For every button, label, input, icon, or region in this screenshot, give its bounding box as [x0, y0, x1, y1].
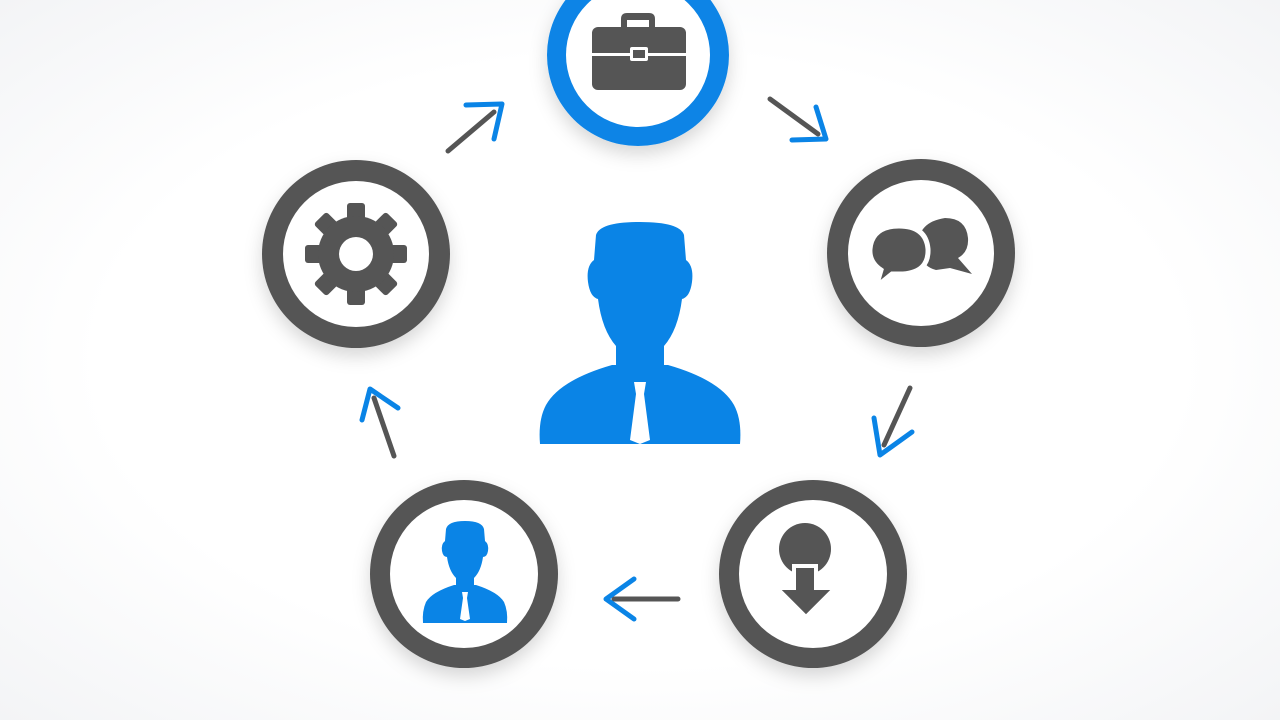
- download-node[interactable]: [719, 480, 907, 668]
- chat-node[interactable]: [827, 159, 1015, 347]
- small-user-icon: [422, 521, 508, 623]
- arrow-download-to-user: [603, 576, 681, 622]
- arrow-settings-to-briefcase: [445, 101, 505, 154]
- arrow-chat-to-download: [871, 385, 915, 458]
- arrow-briefcase-to-chat: [767, 96, 829, 143]
- user-node[interactable]: [370, 480, 558, 668]
- gear-icon: [305, 203, 407, 305]
- settings-node[interactable]: [262, 160, 450, 348]
- arrow-user-to-settings: [359, 386, 401, 459]
- briefcase-node[interactable]: [547, 0, 729, 146]
- chat-bubbles-icon: [867, 218, 972, 295]
- center-businessman-icon: [539, 222, 741, 444]
- briefcase-icon: [592, 13, 686, 90]
- download-arrow-icon: [772, 523, 840, 620]
